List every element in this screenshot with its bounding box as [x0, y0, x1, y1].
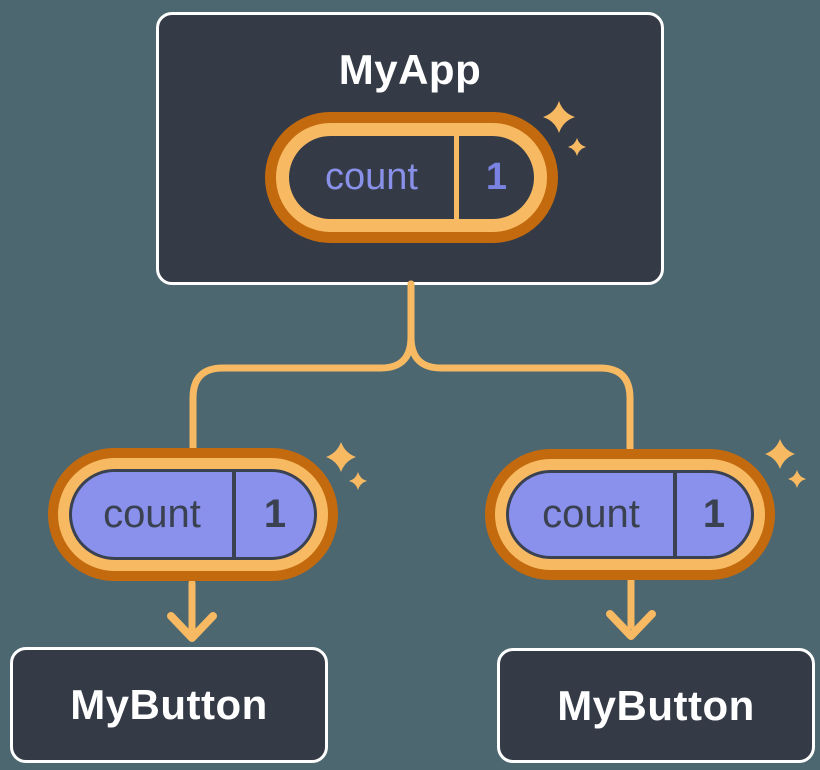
branch-left-line — [189, 280, 415, 453]
node-mybutton-left: MyButton — [10, 647, 328, 763]
state-value: 1 — [485, 156, 508, 198]
node-mybutton-right: MyButton — [497, 648, 815, 763]
branch-right-line — [407, 280, 634, 455]
node-myapp-title: MyApp — [338, 46, 482, 93]
prop-pill-core: count 1 — [506, 470, 754, 559]
prop-value: 1 — [263, 492, 287, 536]
sparkles-icon — [765, 439, 806, 488]
prop-pill-right: count 1 — [485, 449, 775, 580]
state-label: count — [325, 156, 418, 198]
node-mybutton-right-title: MyButton — [557, 681, 755, 729]
prop-value: 1 — [702, 492, 726, 536]
state-pill-myapp: count 1 — [265, 112, 558, 243]
prop-label: count — [103, 492, 201, 536]
state-pill-core: count 1 — [289, 136, 534, 219]
down-arrow-icon — [167, 612, 217, 642]
pill-divider — [673, 473, 677, 556]
pill-divider — [454, 136, 459, 219]
sparkles-icon — [326, 442, 367, 490]
prop-pill-core: count 1 — [69, 469, 317, 560]
down-arrow-icon — [606, 610, 656, 640]
prop-pill-left: count 1 — [48, 448, 338, 581]
pill-divider — [232, 472, 236, 557]
node-mybutton-left-title: MyButton — [70, 681, 268, 728]
prop-label: count — [542, 492, 640, 536]
